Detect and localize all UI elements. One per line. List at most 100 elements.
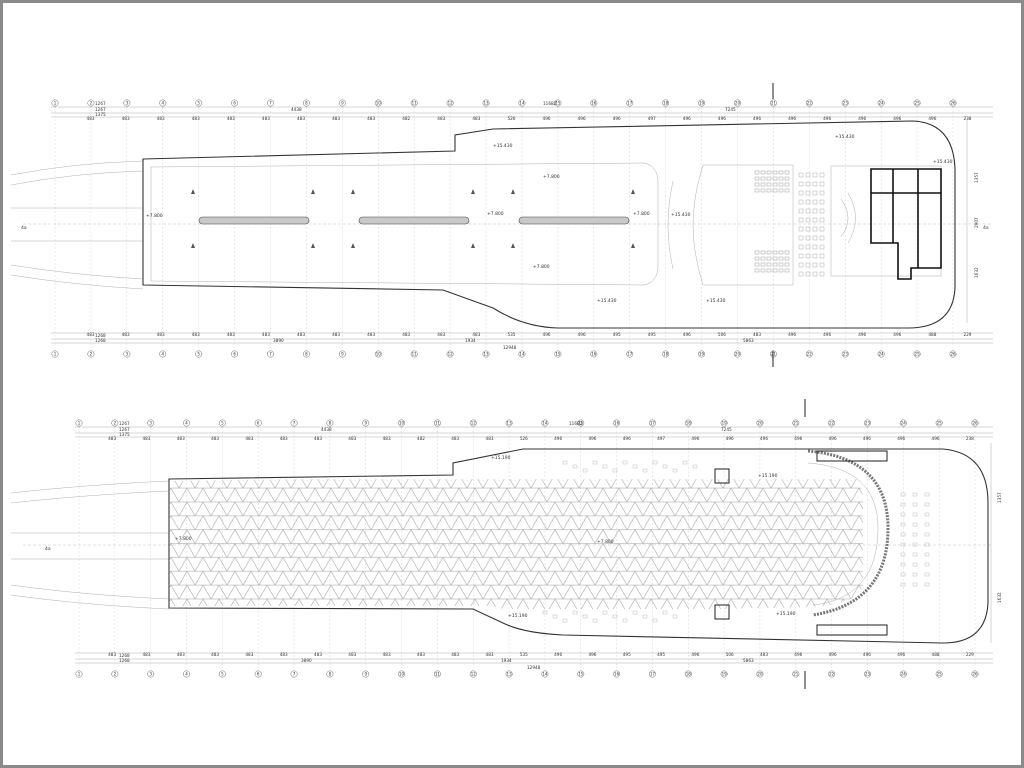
axis-top-bubble [949,99,957,107]
axis-bottom-bubble [756,670,764,678]
seat [778,170,784,175]
span-dimension: 506 [726,652,734,657]
roof-fixture [924,572,930,577]
span-dimension: 483 [332,332,340,337]
span-dimension: 483 [122,332,130,337]
cafe-table [798,172,804,178]
roof-fixture [622,460,628,465]
roof-fixture [912,532,918,537]
svg-text:+15.430: +15.430 [671,212,691,218]
dim-right-2: 2907 [974,217,979,228]
axis-bottom-bubble [123,350,131,358]
roof-fixture [924,522,930,527]
axis-bottom-label: 25 [937,671,943,676]
axis-top-label: 23 [843,100,849,105]
span-dimension: 496 [863,652,871,657]
svg-text:4438: 4438 [321,427,332,432]
axis-top-bubble [792,419,800,427]
roof-fixture [900,562,906,567]
axis-top-label: 1 [54,100,57,105]
roof-fixture [900,532,906,537]
axis-top-label: 26 [972,420,978,425]
axis-bottom-bubble [505,670,513,678]
axis-top-bubble [469,419,477,427]
seat [778,188,784,193]
axis-top-bubble [971,419,979,427]
roof-fixture [900,512,906,517]
span-dimension: 496 [863,436,871,441]
seat [754,170,760,175]
cafe-table [805,262,811,268]
seat [772,256,778,261]
roof-fixture [652,618,658,623]
axis-top-bubble [554,99,562,107]
axis-top-label: 22 [807,100,813,105]
axis-top-bubble [433,419,441,427]
svg-text:+7.800: +7.800 [533,264,550,270]
span-dimension: 483 [142,436,150,441]
axis-bottom-label: 10 [376,351,382,356]
seat [778,250,784,255]
axis-top-bubble [913,99,921,107]
axis-top-label: 4 [161,100,164,105]
axis-top-label: 17 [650,420,656,425]
cafe-table [819,262,825,268]
roof-fixture [572,610,578,615]
lamp-post-icon [191,243,195,248]
axis-top-label: 25 [915,100,921,105]
cafe-table [819,208,825,214]
axis-top-label: 9 [364,420,367,425]
dim-bottom-sub-c: 5863 [743,338,754,343]
span-dimension: 483 [227,332,235,337]
axis-bottom-label: 26 [950,351,956,356]
axis-top-label: 21 [771,100,777,105]
axis-top-bubble [75,419,83,427]
roof-fixture [900,502,906,507]
span-dimension: 238 [963,116,971,121]
seat [784,268,790,273]
seat [778,256,784,261]
span-dimension: 535 [507,332,515,337]
seat [760,176,766,181]
axis-bottom-label: 13 [507,671,513,676]
cafe-table [805,199,811,205]
svg-text:+15.430: +15.430 [835,134,855,140]
seat [784,256,790,261]
axis-top-bubble [195,99,203,107]
axis-top-bubble [805,99,813,107]
axis-bottom-label: 7 [269,351,272,356]
svg-text:+15.190: +15.190 [508,613,528,619]
dim-bottom-sub-a: 3890 [273,338,284,343]
axis-bottom-label: 17 [627,351,633,356]
axis-bottom-label: 8 [305,351,308,356]
cafe-table [819,253,825,259]
roof-fixture [924,542,930,547]
axis-top-bubble [302,99,310,107]
axis-bottom-label: 1 [54,351,57,356]
roof-fixture [912,582,918,587]
span-dimension: 495 [648,332,656,337]
axis-bottom-bubble [899,670,907,678]
span-dimension: 483 [367,332,375,337]
roof-fixture [672,614,678,619]
roof-fixture [924,502,930,507]
span-dimension: 483 [245,436,253,441]
svg-text:+7.800: +7.800 [175,536,192,542]
axis-bottom-label: 14 [542,671,548,676]
cafe-table [819,271,825,277]
roof-fixture [582,468,588,473]
svg-text:+15.430: +15.430 [933,159,953,165]
axis-bottom-label: 4 [161,351,164,356]
svg-text:+15.430: +15.430 [493,143,513,149]
seat [778,262,784,267]
span-dimension: 229 [966,652,974,657]
axis-bottom-label: 3 [126,351,129,356]
roof-triangular-lattice [169,479,863,609]
svg-text:+15.430: +15.430 [597,298,617,304]
lamp-post-icon [511,189,515,194]
roof-fixture [632,464,638,469]
span-dimension: 483 [451,652,459,657]
span-dimension: 483 [402,332,410,337]
axis-bottom-bubble [684,670,692,678]
